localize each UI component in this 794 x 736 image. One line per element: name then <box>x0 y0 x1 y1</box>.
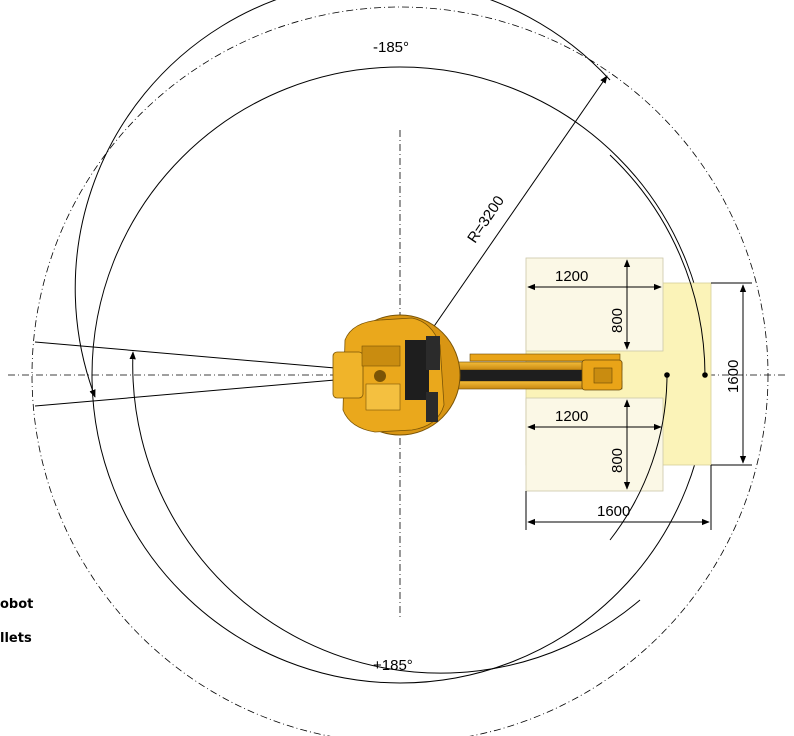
pallet-top <box>525 257 664 352</box>
radius-label: R=3200 <box>464 193 508 246</box>
pallet-top-depth-label: 800 <box>609 308 626 333</box>
rotation-limit-line-lower <box>34 379 336 407</box>
station-height-label: 1600 <box>725 360 742 393</box>
radius-dim-line <box>427 75 608 336</box>
pallet-top-width-label: 1200 <box>555 268 588 285</box>
pallet-bottom <box>525 397 664 492</box>
station-width-label: 1600 <box>597 503 630 520</box>
pallet-bottom-width-label: 1200 <box>555 408 588 425</box>
station-reach-arc <box>609 154 706 376</box>
angle-label-bottom: +185° <box>373 657 413 674</box>
side-note-line1: obot <box>0 597 33 612</box>
rotation-limit-line-upper <box>34 341 336 369</box>
rotation-arc-plus <box>129 351 641 674</box>
rotation-arc-minus <box>74 0 611 398</box>
robot-arm <box>399 353 623 391</box>
robot-base <box>332 314 461 436</box>
pallet-reach-arc <box>609 374 668 541</box>
angle-label-top: -185° <box>373 39 409 56</box>
pallet-bottom-depth-label: 800 <box>609 448 626 473</box>
side-note-line2: llets <box>0 631 32 646</box>
